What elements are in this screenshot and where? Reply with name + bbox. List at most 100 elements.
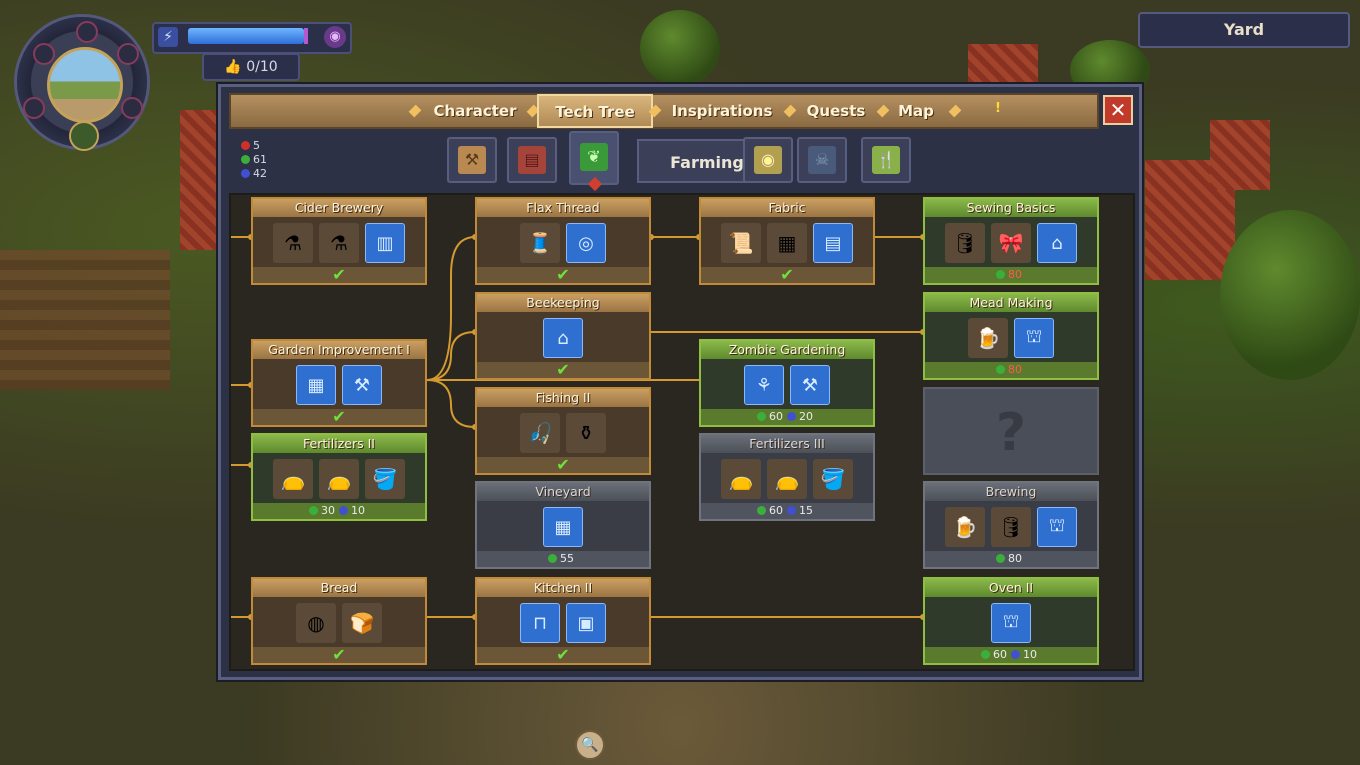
tech-cost-blue: 10 bbox=[1023, 648, 1037, 661]
tech-node-title: Fertilizers II bbox=[253, 435, 425, 453]
tech-node-items: 👝👝🪣 bbox=[701, 459, 873, 499]
tab-map[interactable]: Map bbox=[898, 102, 934, 120]
fertilizer-sack-icon[interactable]: 👝 bbox=[721, 459, 761, 499]
barrel-blueprint-icon[interactable]: ▥ bbox=[365, 223, 405, 263]
category-dark[interactable]: ☠ bbox=[797, 137, 847, 183]
tech-node-footer: ✔ bbox=[477, 647, 649, 663]
oven-blueprint-icon[interactable]: ⛫ bbox=[991, 603, 1031, 643]
tech-node-footer: ✔ bbox=[701, 267, 873, 283]
character-medallion[interactable] bbox=[14, 14, 150, 151]
tech-node-fabric[interactable]: Fabric📜▦▤✔ bbox=[699, 197, 875, 285]
bag-icon[interactable] bbox=[69, 121, 99, 151]
mead-mug-icon[interactable]: 🍺 bbox=[968, 318, 1008, 358]
bow-icon[interactable]: 🎀 bbox=[991, 223, 1031, 263]
cloth-bundle-icon[interactable]: ▦ bbox=[767, 223, 807, 263]
category-cooking[interactable]: 🍴 bbox=[861, 137, 911, 183]
tech-node-items: ⛫ bbox=[925, 603, 1097, 643]
tech-node-footer: 80 bbox=[925, 267, 1097, 283]
background-roof bbox=[968, 44, 1038, 84]
kitchen-table-blueprint-icon[interactable]: ⊓ bbox=[520, 603, 560, 643]
fertilizer-sack-icon[interactable]: 👝 bbox=[273, 459, 313, 499]
tech-node-title: Brewing bbox=[925, 483, 1097, 501]
berry-potion-icon[interactable]: ⚗ bbox=[319, 223, 359, 263]
tools-blueprint-icon[interactable]: ⚒ bbox=[342, 365, 382, 405]
tech-node-mead[interactable]: Mead Making🍺⛫80 bbox=[923, 292, 1099, 380]
tech-node-items: ⊓▣ bbox=[477, 603, 649, 643]
press-blueprint-icon[interactable]: ⛫ bbox=[1014, 318, 1054, 358]
tech-node-kitchen[interactable]: Kitchen II⊓▣✔ bbox=[475, 577, 651, 665]
tab-tech-tree[interactable]: Tech Tree bbox=[537, 94, 653, 128]
tech-node-unknown[interactable]: ? bbox=[923, 387, 1099, 475]
background-roof bbox=[180, 110, 220, 250]
thread-spindle-icon[interactable]: 🧵 bbox=[520, 223, 560, 263]
kitchen-furnace-blueprint-icon[interactable]: ▣ bbox=[566, 603, 606, 643]
beehive-blueprint-icon[interactable]: ⌂ bbox=[543, 318, 583, 358]
barrel-icon[interactable]: 🛢 bbox=[945, 223, 985, 263]
blue-tech-point-icon bbox=[787, 412, 796, 421]
tab-character[interactable]: Character bbox=[433, 102, 517, 120]
tech-node-flax[interactable]: Flax Thread🧵◎✔ bbox=[475, 197, 651, 285]
tech-node-fishing[interactable]: Fishing II🎣⚱✔ bbox=[475, 387, 651, 475]
tech-node-items: 🛢🎀⌂ bbox=[925, 223, 1097, 263]
green-tech-point-icon bbox=[981, 650, 990, 659]
green-tech-point-icon bbox=[996, 554, 1005, 563]
close-button[interactable]: ✕ bbox=[1103, 95, 1133, 125]
category-crafting[interactable]: ▤ bbox=[507, 137, 557, 183]
tech-node-bread[interactable]: Bread◍🍞✔ bbox=[251, 577, 427, 665]
tech-node-vineyard[interactable]: Vineyard▦55 bbox=[475, 481, 651, 569]
bread-loaf-icon[interactable]: 🍞 bbox=[342, 603, 382, 643]
tech-node-items: ◍🍞 bbox=[253, 603, 425, 643]
tech-node-cider[interactable]: Cider Brewery⚗⚗▥✔ bbox=[251, 197, 427, 285]
tech-node-beekeeping[interactable]: Beekeeping⌂✔ bbox=[475, 292, 651, 380]
green-tech-point-icon bbox=[548, 554, 557, 563]
blue-tech-point-icon bbox=[241, 169, 250, 178]
green-tech-point-icon bbox=[309, 506, 318, 515]
apple-potion-icon[interactable]: ⚗ bbox=[273, 223, 313, 263]
barrel-icon[interactable]: 🛢 bbox=[991, 507, 1031, 547]
tab-inspirations[interactable]: Inspirations bbox=[671, 102, 773, 120]
category-inspiration[interactable]: ◉ bbox=[743, 137, 793, 183]
fabric-roll-icon[interactable]: 📜 bbox=[721, 223, 761, 263]
close-icon: ✕ bbox=[1109, 98, 1127, 122]
magnifier-icon[interactable]: 🔍 bbox=[575, 730, 605, 760]
red-tech-slot-icon bbox=[117, 43, 139, 65]
location-label: Yard bbox=[1138, 12, 1350, 48]
brewery-blueprint-icon[interactable]: ⛫ bbox=[1037, 507, 1077, 547]
loom-blueprint-icon[interactable]: ▤ bbox=[813, 223, 853, 263]
red-tech-slot-icon bbox=[23, 97, 45, 119]
red-points: 5 bbox=[241, 139, 267, 153]
zombie-tools-blueprint-icon[interactable]: ⚒ bbox=[790, 365, 830, 405]
zombie-farm-blueprint-icon[interactable]: ⚘ bbox=[744, 365, 784, 405]
vineyard-blueprint-icon[interactable]: ▦ bbox=[543, 507, 583, 547]
beer-mug-icon[interactable]: 🍺 bbox=[945, 507, 985, 547]
tab-separator bbox=[408, 104, 422, 118]
fishing-rod-icon[interactable]: 🎣 bbox=[520, 413, 560, 453]
garden-bed-blueprint-icon[interactable]: ▦ bbox=[296, 365, 336, 405]
active-ribbon bbox=[587, 176, 603, 192]
spinning-wheel-blueprint-icon[interactable]: ◎ bbox=[566, 223, 606, 263]
tech-node-sewing[interactable]: Sewing Basics🛢🎀⌂80 bbox=[923, 197, 1099, 285]
fertilizer-sack-green-icon[interactable]: 👝 bbox=[319, 459, 359, 499]
background-tree bbox=[1220, 210, 1360, 380]
fertilizer-sack-green-icon[interactable]: 👝 bbox=[767, 459, 807, 499]
bait-bag-icon[interactable]: ⚱ bbox=[566, 413, 606, 453]
tech-node-garden[interactable]: Garden Improvement I▦⚒✔ bbox=[251, 339, 427, 427]
fertilizer-bucket-icon[interactable]: 🪣 bbox=[365, 459, 405, 499]
checkmark-icon: ✔ bbox=[556, 645, 570, 664]
tech-node-footer: ✔ bbox=[253, 647, 425, 663]
tech-node-footer: 80 bbox=[925, 362, 1097, 378]
category-farming[interactable]: ❦ bbox=[569, 131, 619, 192]
tech-node-brewing[interactable]: Brewing🍺🛢⛫80 bbox=[923, 481, 1099, 569]
category-building[interactable]: ⚒ bbox=[447, 137, 497, 183]
dough-icon[interactable]: ◍ bbox=[296, 603, 336, 643]
tab-quests[interactable]: Quests bbox=[806, 102, 866, 120]
unknown-tech-icon: ? bbox=[995, 403, 1027, 463]
fertilizer-bucket-icon[interactable]: 🪣 bbox=[813, 459, 853, 499]
notification-badge: ! bbox=[995, 101, 1001, 116]
sewing-machine-blueprint-icon[interactable]: ⌂ bbox=[1037, 223, 1077, 263]
